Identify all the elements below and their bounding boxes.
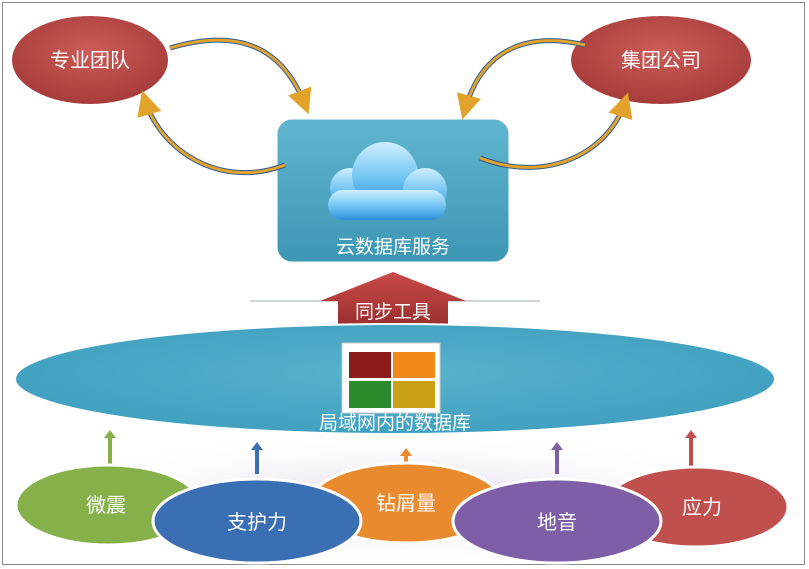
lan-database-label: 局域网内的数据库	[319, 412, 471, 434]
source-label: 应力	[682, 495, 722, 519]
group-label: 集团公司	[621, 48, 701, 72]
source-diyin[interactable]: 地音	[451, 477, 663, 565]
source-label: 钻屑量	[376, 491, 436, 515]
cloud-service-label: 云数据库服务	[336, 236, 450, 258]
up-arrow-weizhen	[104, 430, 116, 466]
up-arrow-zuanxie	[400, 448, 412, 468]
cloud-service-box[interactable]: 云数据库服务	[274, 116, 512, 265]
source-label: 地音	[537, 510, 577, 534]
group-cloud-loop-arrows	[456, 38, 633, 170]
sync-tool-label: 同步工具	[355, 301, 431, 323]
cloud-icon	[328, 142, 447, 220]
sync-tool-arrow[interactable]: 同步工具	[250, 272, 540, 326]
up-arrow-diyin	[551, 442, 563, 474]
dashboard-thumbnail	[341, 342, 441, 414]
source-zhihuli[interactable]: 支护力	[151, 477, 363, 565]
up-arrow-zhihuli	[251, 442, 263, 474]
source-label: 微震	[86, 493, 126, 517]
up-arrow-yingli	[685, 430, 697, 466]
team-label: 专业团队	[50, 48, 130, 72]
team-node[interactable]: 专业团队	[12, 16, 168, 104]
source-up-arrows	[104, 430, 697, 474]
source-label: 支护力	[227, 510, 287, 534]
lan-database[interactable]: 局域网内的数据库	[14, 323, 776, 435]
group-node[interactable]: 集团公司	[571, 16, 751, 104]
team-cloud-loop-arrows	[137, 37, 312, 176]
